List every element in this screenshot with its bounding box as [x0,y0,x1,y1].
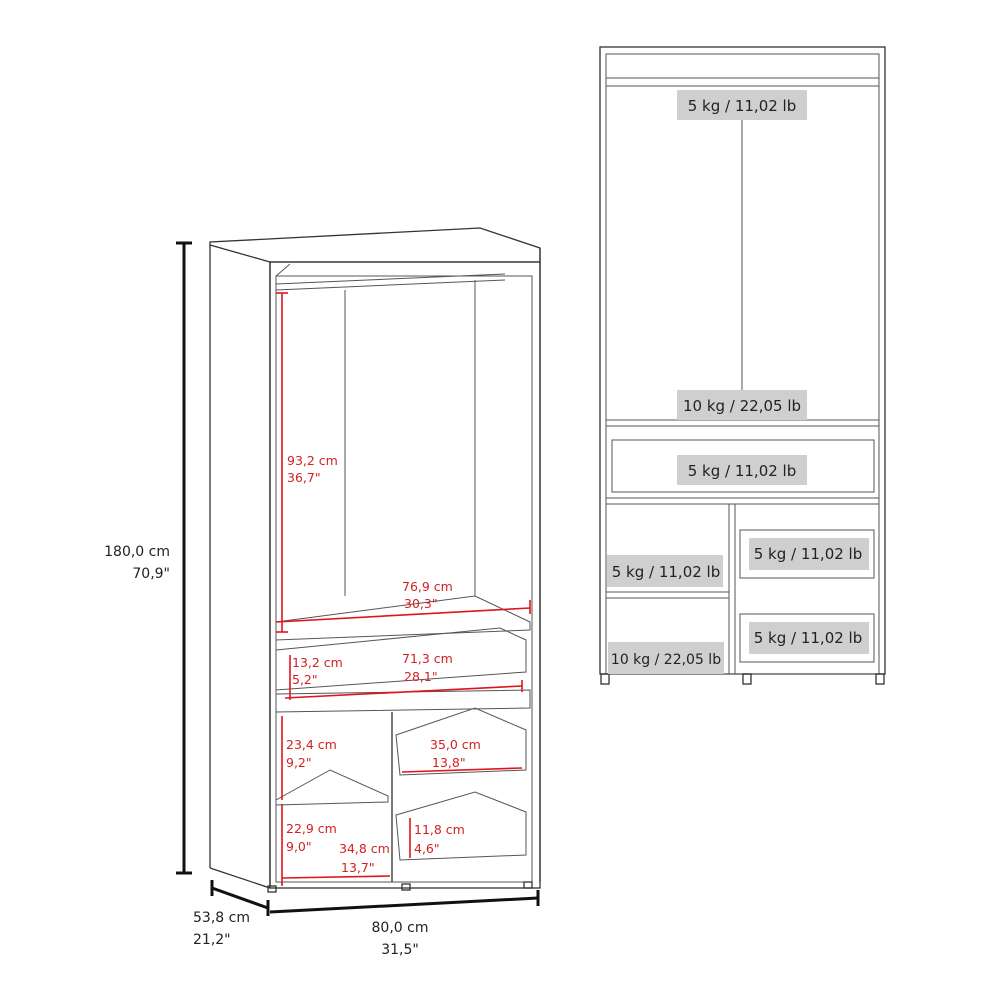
dim-label: 13,2 cm [292,655,343,670]
inner-dimension-labels: 93,2 cm 36,7" 76,9 cm 30,3" 13,2 cm 5,2"… [286,453,481,875]
height-cm: 180,0 cm [104,544,170,560]
wardrobe-front-view [599,46,886,685]
inner-dimension-lines [275,292,531,886]
load-label-right-drawer-lower: 5 kg / 11,02 lb [754,629,863,647]
dim-label: 13,8" [432,755,466,770]
dim-label: 13,7" [341,860,375,875]
width-in: 31,5" [381,942,419,958]
load-label-bottom-left: 10 kg / 22,05 lb [611,652,721,668]
load-label-middle-shelf: 10 kg / 22,05 lb [683,397,801,415]
dim-label: 5,2" [292,672,318,687]
dim-label: 9,2" [286,755,312,770]
dim-label: 71,3 cm [402,651,453,666]
dim-label: 93,2 cm [287,453,338,468]
width-cm: 80,0 cm [372,920,429,936]
depth-in: 21,2" [193,932,231,948]
load-label-hanging-rod: 5 kg / 11,02 lb [688,97,797,115]
load-label-top-drawer: 5 kg / 11,02 lb [688,462,797,480]
dim-label: 9,0" [286,839,312,854]
load-label-right-drawer-upper: 5 kg / 11,02 lb [754,545,863,563]
load-label-left-shelf: 5 kg / 11,02 lb [612,563,721,581]
dim-label: 23,4 cm [286,737,337,752]
height-in: 70,9" [132,566,170,582]
overall-dimensions: 180,0 cm 70,9" 53,8 cm 21,2" 80,0 cm 31,… [104,241,540,958]
load-capacity-labels: 5 kg / 11,02 lb 10 kg / 22,05 lb 5 kg / … [607,90,869,674]
dim-label: 11,8 cm [414,822,465,837]
front-frame [269,261,541,889]
wardrobe-perspective-drawing [209,227,541,893]
dim-label: 36,7" [287,470,321,485]
depth-cm: 53,8 cm [193,910,250,926]
dim-label: 22,9 cm [286,821,337,836]
dim-label: 28,1" [404,669,438,684]
dim-label: 76,9 cm [402,579,453,594]
dim-label: 4,6" [414,841,440,856]
dim-label: 34,8 cm [339,841,390,856]
dim-label: 30,3" [404,596,438,611]
dim-label: 35,0 cm [430,737,481,752]
top-panel [209,227,541,263]
hanging-rod [275,273,506,285]
